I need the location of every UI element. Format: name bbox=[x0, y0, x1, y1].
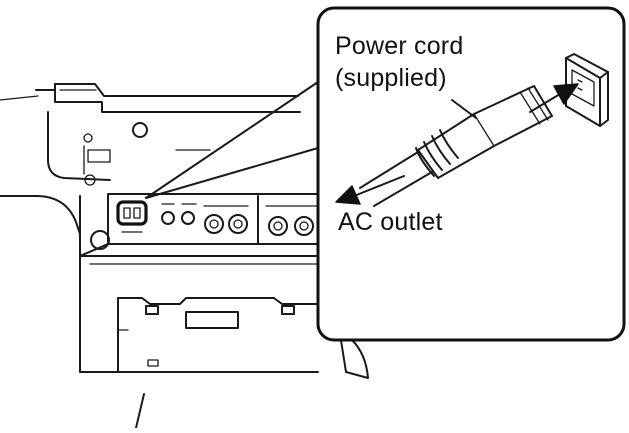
ac-in-socket-icon bbox=[116, 200, 148, 233]
ac-outlet-label: AC outlet bbox=[338, 208, 443, 236]
device-rear-panel-icon bbox=[0, 83, 375, 429]
power-cord-label-line1: Power cord bbox=[335, 32, 464, 60]
battery-cover-icon bbox=[117, 297, 319, 373]
power-cord-plug-icon bbox=[359, 85, 553, 207]
cable-direction-arrow-icon bbox=[335, 175, 405, 205]
power-cord-label-line2: (supplied) bbox=[335, 64, 447, 92]
callout-line-bottom bbox=[145, 147, 319, 199]
inset-zoom-panel bbox=[316, 6, 626, 342]
callout-line-top bbox=[145, 81, 319, 199]
